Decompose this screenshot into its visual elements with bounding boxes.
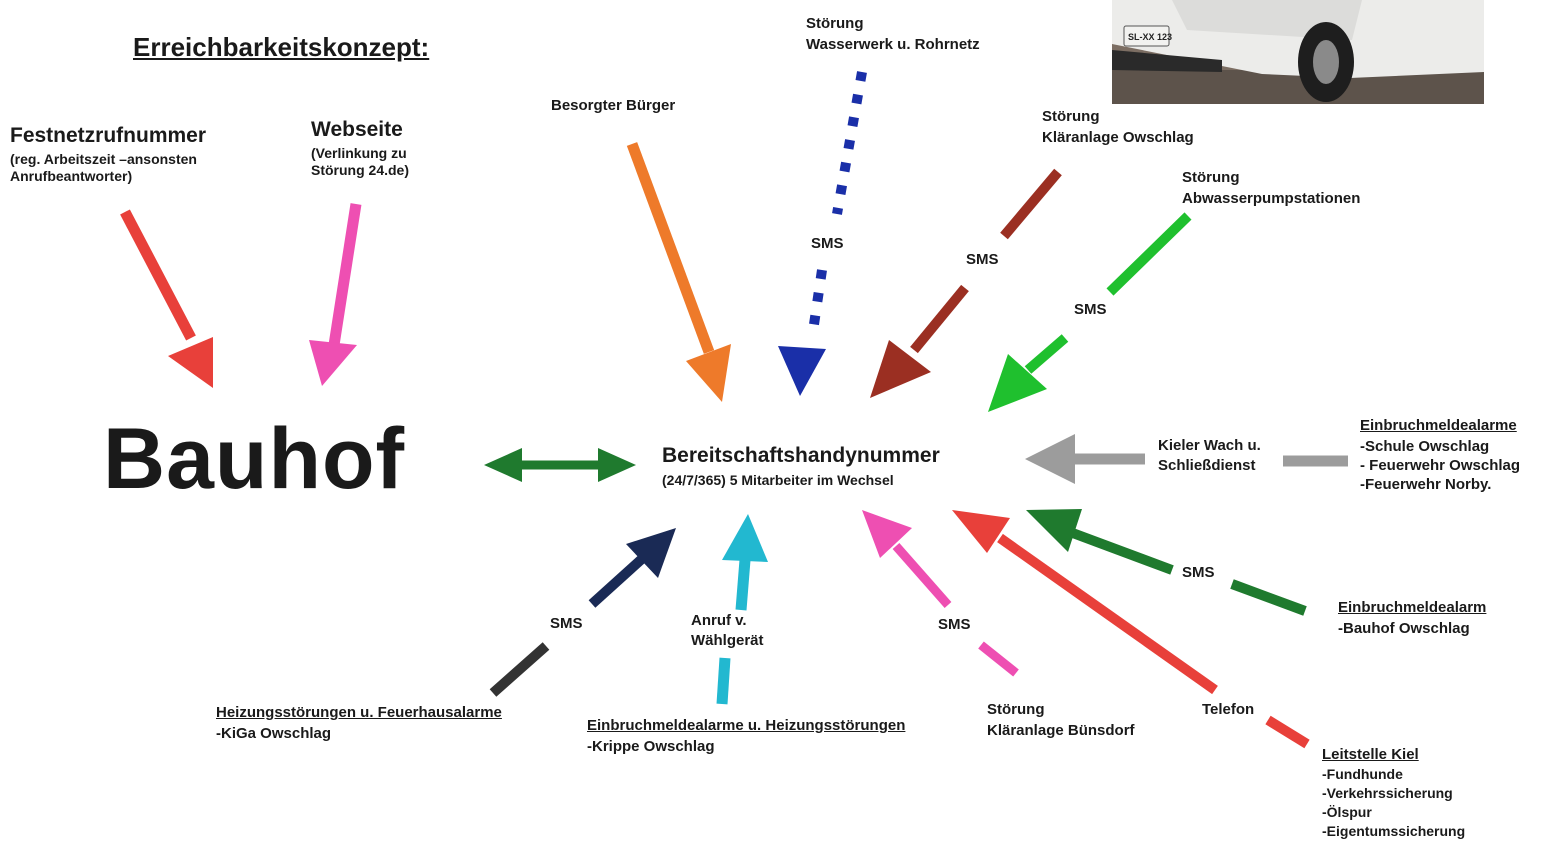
arrow-buerger-to-center: [626, 142, 731, 402]
arrow-klaeranlage-owschlag-to-center: [870, 168, 1062, 398]
festnetz-note-2: Anrufbeantworter): [10, 168, 133, 184]
leitstelle-line-2: -Verkehrssicherung: [1322, 785, 1453, 801]
abwasser-sms: SMS: [1074, 301, 1107, 318]
kieler-wach-line-2: Schließdienst: [1158, 457, 1256, 474]
leitstelle-line-4: -Eigentumssicherung: [1322, 823, 1466, 839]
einbruch-schule-title: Einbruchmeldealarme: [1360, 417, 1517, 434]
kiga-sms: SMS: [550, 615, 583, 632]
klaeranlage-owschlag-subtitle: Kläranlage Owschlag: [1042, 129, 1194, 146]
einbruch-bauhof-sms: SMS: [1182, 564, 1215, 581]
page-title: Erreichbarkeitskonzept:: [133, 32, 430, 62]
klaeranlage-buensdorf-title: Störung: [987, 701, 1045, 718]
webseite-note-1: (Verlinkung zu: [311, 145, 407, 161]
festnetz-note-1: (reg. Arbeitszeit –ansonsten: [10, 151, 197, 167]
van-license-plate: SL-XX 123: [1128, 32, 1172, 42]
leitstelle-channel: Telefon: [1202, 701, 1255, 718]
kieler-wach-line-1: Kieler Wach u.: [1158, 437, 1261, 454]
arrow-klaeranlage-buensdorf-to-center: [862, 510, 1019, 677]
wasserwerk-sms: SMS: [811, 235, 844, 252]
festnetz-title: Festnetzrufnummer: [10, 124, 207, 147]
leitstelle-title: Leitstelle Kiel: [1322, 746, 1419, 763]
krippe-line-1: -Krippe Owschlag: [587, 738, 715, 755]
leitstelle-line-1: -Fundhunde: [1322, 766, 1403, 782]
arrow-einbruch-bauhof-to-center: [1026, 509, 1307, 616]
einbruch-schule-line-3: -Feuerwehr Norby.: [1360, 476, 1492, 493]
krippe-channel-line-1: Anruf v.: [691, 612, 747, 629]
webseite-title: Webseite: [311, 118, 403, 141]
center-subtitle: (24/7/365) 5 Mitarbeiter im Wechsel: [662, 472, 894, 488]
klaeranlage-owschlag-sms: SMS: [966, 251, 999, 268]
arrow-kiga-to-center: [489, 528, 676, 697]
klaeranlage-buensdorf-subtitle: Kläranlage Bünsdorf: [987, 722, 1135, 739]
arrow-webseite-to-bauhof: [309, 203, 362, 386]
bauhof-label: Bauhof: [103, 411, 406, 507]
kiga-line-1: -KiGa Owschlag: [216, 725, 332, 742]
buerger-label: Besorgter Bürger: [551, 97, 676, 114]
einbruch-schule-line-2: - Feuerwehr Owschlag: [1360, 457, 1521, 474]
arrow-festnetz-to-bauhof: [120, 209, 213, 388]
krippe-title: Einbruchmeldealarme u. Heizungsstörungen: [587, 717, 906, 734]
kiga-title: Heizungsstörungen u. Feuerhausalarme: [216, 704, 502, 721]
wasserwerk-title: Störung: [806, 15, 864, 32]
arrow-abwasser-to-center: [988, 212, 1192, 412]
arrow-kieler-wach-to-center: [1025, 434, 1348, 484]
leitstelle-line-3: -Ölspur: [1322, 804, 1372, 820]
arrow-krippe-to-center: [716, 514, 768, 705]
arrow-wasserwerk-to-center: [778, 71, 867, 396]
webseite-note-2: Störung 24.de): [311, 162, 410, 178]
wasserwerk-subtitle: Wasserwerk u. Rohrnetz: [806, 36, 980, 53]
abwasser-subtitle: Abwasserpumpstationen: [1182, 190, 1361, 207]
klaeranlage-buensdorf-sms: SMS: [938, 616, 971, 633]
einbruch-schule-line-1: -Schule Owschlag: [1360, 438, 1490, 455]
krippe-channel-line-2: Wählgerät: [691, 632, 764, 649]
einbruch-bauhof-line-1: -Bauhof Owschlag: [1338, 620, 1470, 637]
arrow-leitstelle-to-center: [952, 510, 1310, 749]
center-title: Bereitschaftshandynummer: [662, 444, 940, 467]
service-van-photo: SL-XX 123: [1112, 0, 1484, 104]
abwasser-title: Störung: [1182, 169, 1240, 186]
klaeranlage-owschlag-title: Störung: [1042, 108, 1100, 125]
arrow-bauhof-center-link: [484, 448, 636, 482]
einbruch-bauhof-title: Einbruchmeldealarm: [1338, 599, 1487, 616]
